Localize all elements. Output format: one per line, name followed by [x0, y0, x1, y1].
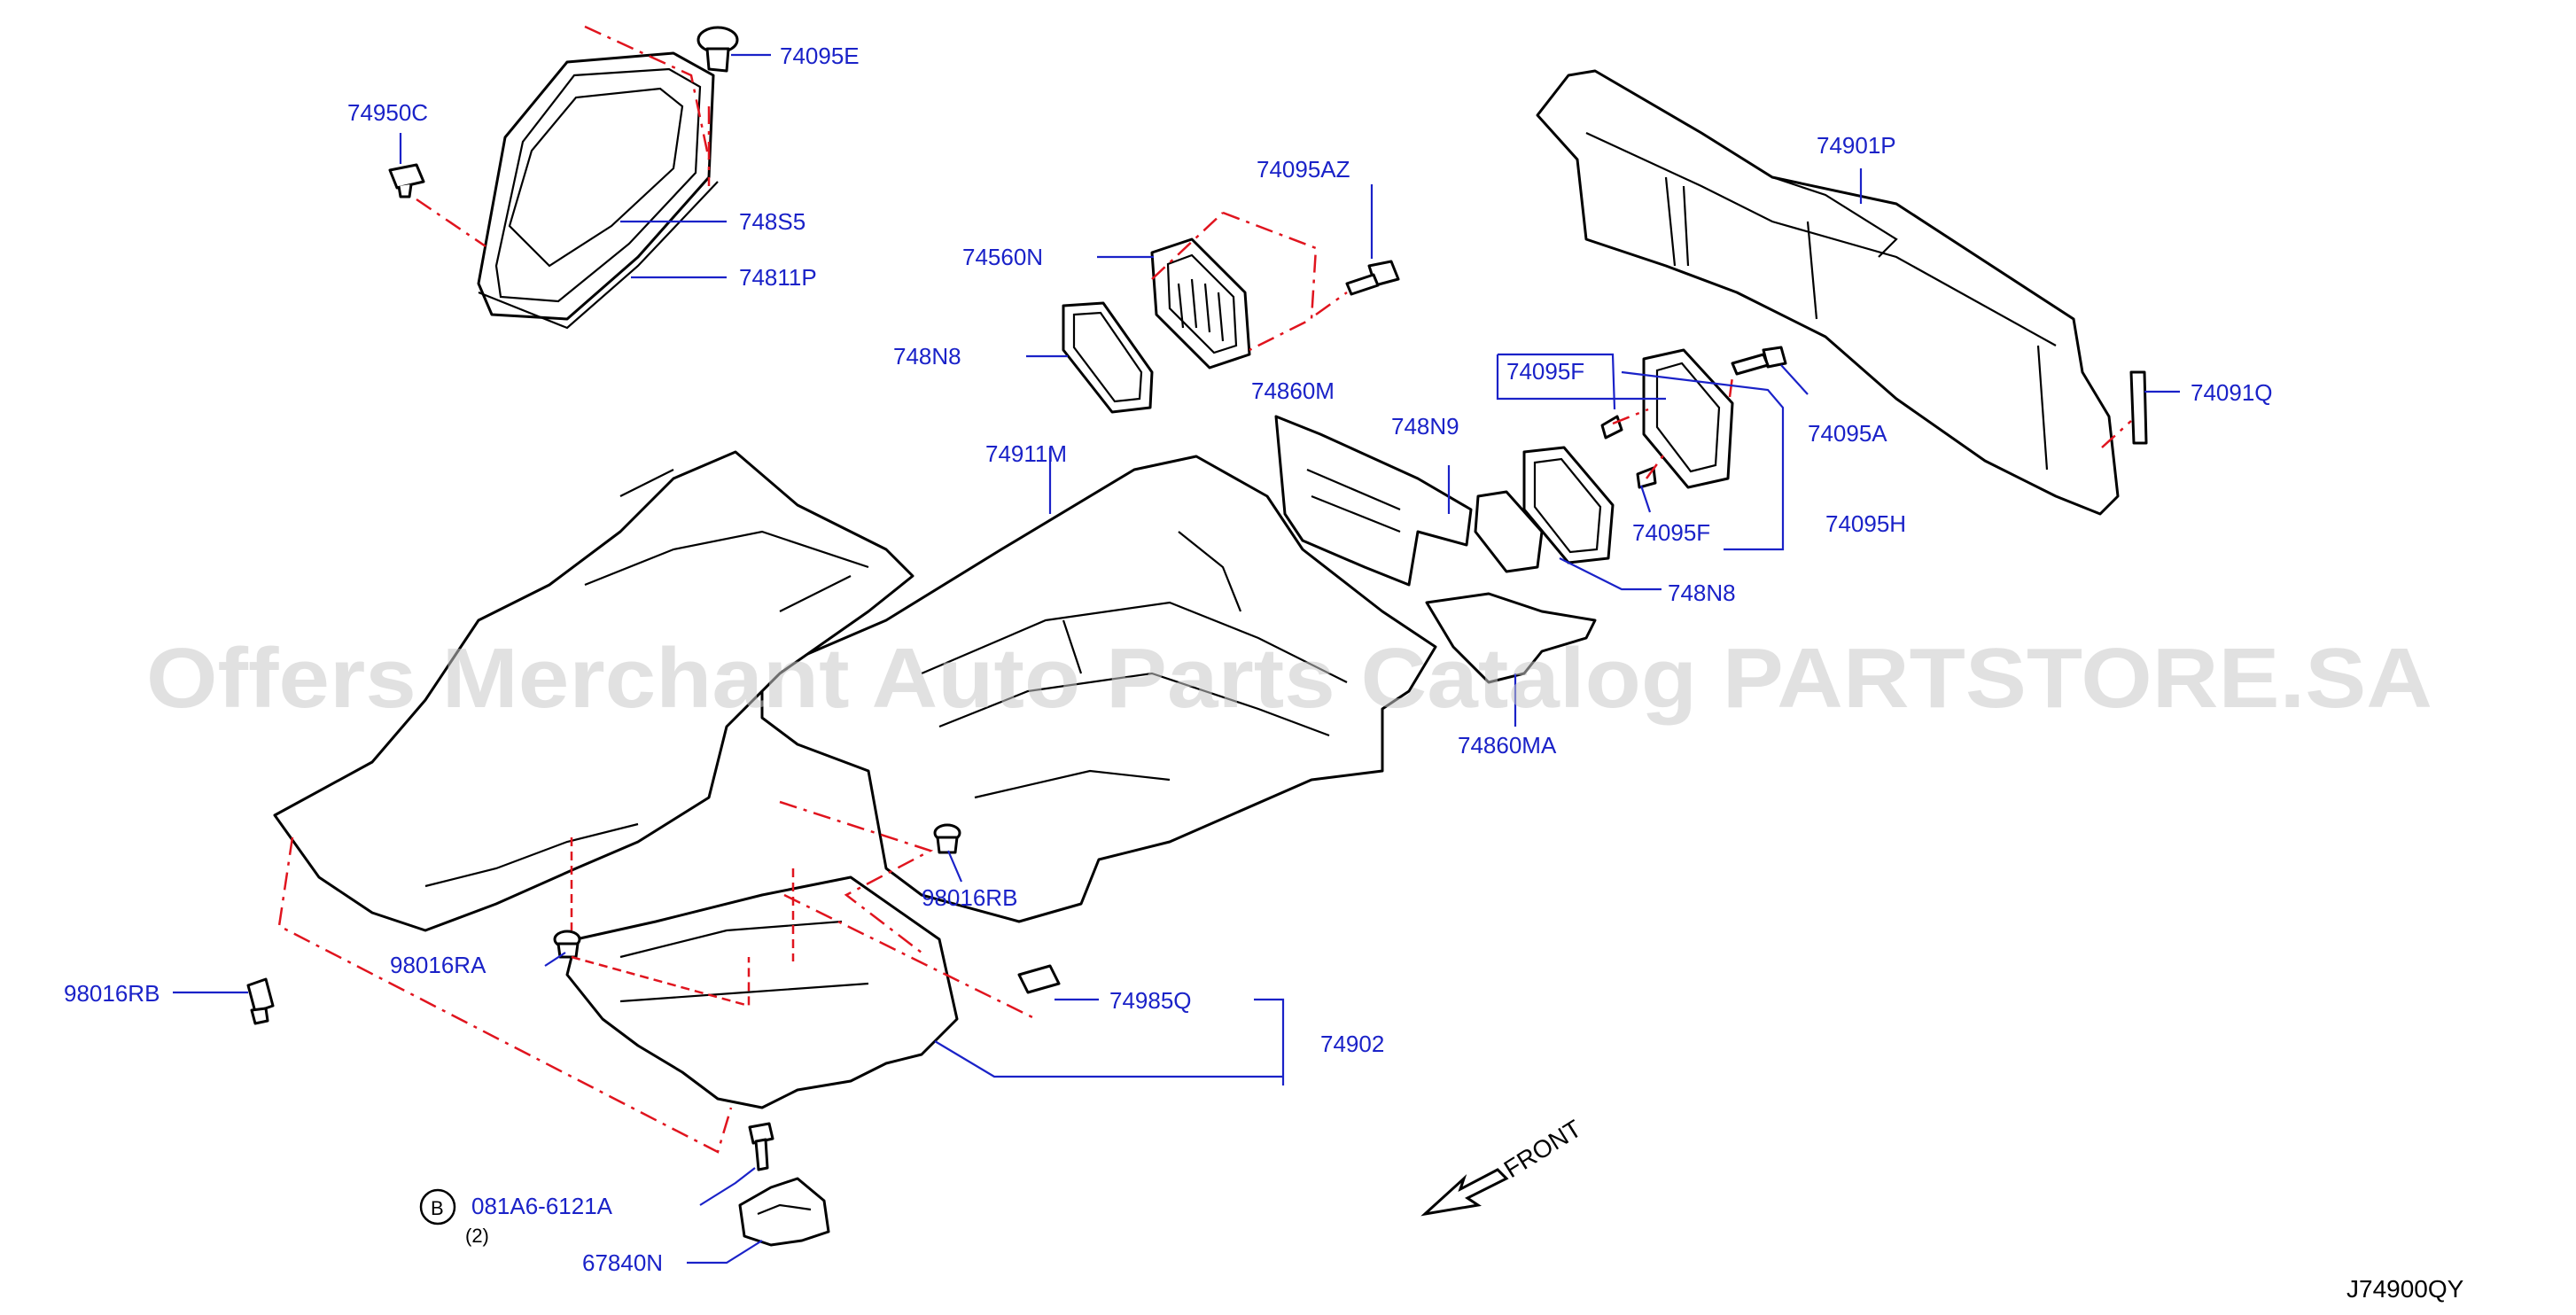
bolt-symbol-letter: B	[431, 1197, 444, 1219]
front-label: FRONT	[1499, 1115, 1586, 1183]
label-748n8-upper[interactable]: 748N8	[893, 343, 961, 370]
front-arrow-icon	[1420, 1168, 1509, 1217]
diagram-code: J74900QY	[2346, 1275, 2464, 1303]
label-081a6[interactable]: 081A6-6121A	[471, 1193, 613, 1219]
label-74095a[interactable]: 74095A	[1808, 420, 1887, 447]
label-98016ra[interactable]: 98016RA	[390, 952, 486, 978]
label-98016rb-right[interactable]: 98016RB	[922, 884, 1017, 911]
leader-lines	[173, 53, 2180, 1264]
part-74911m-mat	[760, 455, 1437, 923]
bolt-symbol: B (2)	[419, 1188, 489, 1247]
label-74095e[interactable]: 74095E	[780, 43, 860, 69]
part-74095f-clip-upper	[1600, 415, 1623, 440]
label-74950c[interactable]: 74950C	[347, 99, 428, 126]
part-labels: 74095E 74950C 748S5 74811P 74095AZ 74560…	[64, 43, 2273, 1276]
part-74095e-clip	[697, 26, 739, 73]
watermark: Offers Merchant Auto Parts Catalog PARTS…	[146, 631, 2432, 726]
label-74911m[interactable]: 74911M	[985, 440, 1067, 467]
bolt-qty: (2)	[465, 1225, 489, 1247]
part-74560n-lid	[1150, 237, 1251, 370]
label-74095h[interactable]: 74095H	[1825, 510, 1906, 537]
part-98016rb-clip-right	[933, 823, 961, 854]
part-74811p-tray	[477, 51, 719, 330]
label-98016rb-left[interactable]: 98016RB	[64, 980, 160, 1007]
label-74095f-lower[interactable]: 74095F	[1632, 519, 1710, 546]
part-748n9-sheet	[1474, 490, 1544, 573]
part-748n8-seal-upper	[1062, 301, 1154, 414]
label-74901p[interactable]: 74901P	[1817, 132, 1896, 159]
label-74095az[interactable]: 74095AZ	[1257, 156, 1350, 183]
part-74095h-lid	[1642, 348, 1734, 489]
label-74560n[interactable]: 74560N	[962, 244, 1043, 270]
part-74902-tray	[565, 875, 959, 1109]
part-98016ra-clip	[553, 930, 581, 959]
label-74095f-upper[interactable]: 74095F	[1506, 358, 1584, 385]
label-74860m[interactable]: 74860M	[1251, 377, 1335, 404]
part-74091q-strip	[2129, 370, 2148, 445]
part-081a6-bolt	[748, 1122, 774, 1171]
part-74985q-bracket	[1017, 964, 1061, 994]
part-74950c-clip	[388, 163, 425, 198]
front-arrow: FRONT	[1420, 1115, 1586, 1217]
part-67840n-bracket	[738, 1177, 830, 1247]
label-748n9[interactable]: 748N9	[1391, 413, 1459, 440]
label-67840n[interactable]: 67840N	[582, 1249, 663, 1276]
guide-lines	[277, 25, 2132, 1154]
label-74902[interactable]: 74902	[1320, 1031, 1384, 1057]
part-748n8-seal-lower	[1522, 446, 1615, 564]
part-74860ma-panel	[1425, 592, 1597, 684]
label-748n8-lower[interactable]: 748N8	[1668, 580, 1736, 606]
part-front-floor-mat	[273, 450, 914, 932]
label-74091q[interactable]: 74091Q	[2191, 379, 2273, 406]
label-74985q[interactable]: 74985Q	[1109, 987, 1192, 1014]
label-74811p[interactable]: 74811P	[739, 264, 817, 291]
part-98016rb-clip-left	[246, 977, 275, 1025]
part-74901p-panel	[1536, 69, 2120, 516]
part-74095a-bolt	[1731, 346, 1787, 376]
part-74095az-bolt	[1345, 260, 1400, 296]
part-74860m-panel	[1274, 415, 1473, 587]
label-74860ma[interactable]: 74860MA	[1458, 732, 1557, 759]
label-748s5[interactable]: 748S5	[739, 208, 805, 235]
bolt-symbol-circle	[419, 1188, 456, 1226]
